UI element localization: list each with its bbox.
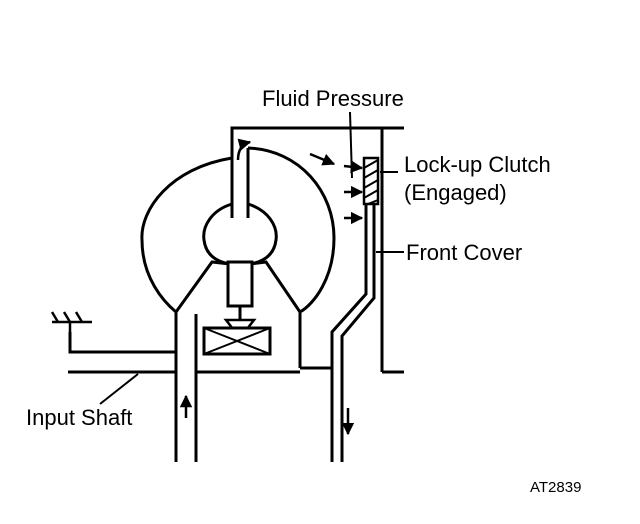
pressure-arrow-icon bbox=[343, 160, 364, 173]
input-shaft-label: Input Shaft bbox=[26, 405, 132, 430]
pressure-arrows bbox=[343, 160, 364, 225]
lockup-clutch-plate bbox=[362, 156, 380, 206]
converter-torus bbox=[140, 146, 336, 462]
front-cover-label: Front Cover bbox=[406, 240, 522, 265]
lockup-clutch-label: Lock-up Clutch bbox=[404, 152, 551, 177]
leader-lines bbox=[349, 111, 404, 253]
stator-assembly bbox=[202, 260, 272, 356]
engaged-label: (Engaged) bbox=[404, 180, 507, 205]
front-cover-wall bbox=[330, 204, 376, 462]
ground-symbol-icon bbox=[50, 311, 92, 334]
flow-arrow-icon bbox=[309, 152, 336, 166]
flow-arrow-icon bbox=[236, 138, 252, 161]
flow-arrows bbox=[179, 138, 355, 436]
fluid-pressure-label: Fluid Pressure bbox=[262, 86, 404, 111]
housing-outline bbox=[230, 126, 404, 374]
input-shaft bbox=[68, 332, 300, 462]
figure-code-label: AT2839 bbox=[530, 479, 581, 496]
